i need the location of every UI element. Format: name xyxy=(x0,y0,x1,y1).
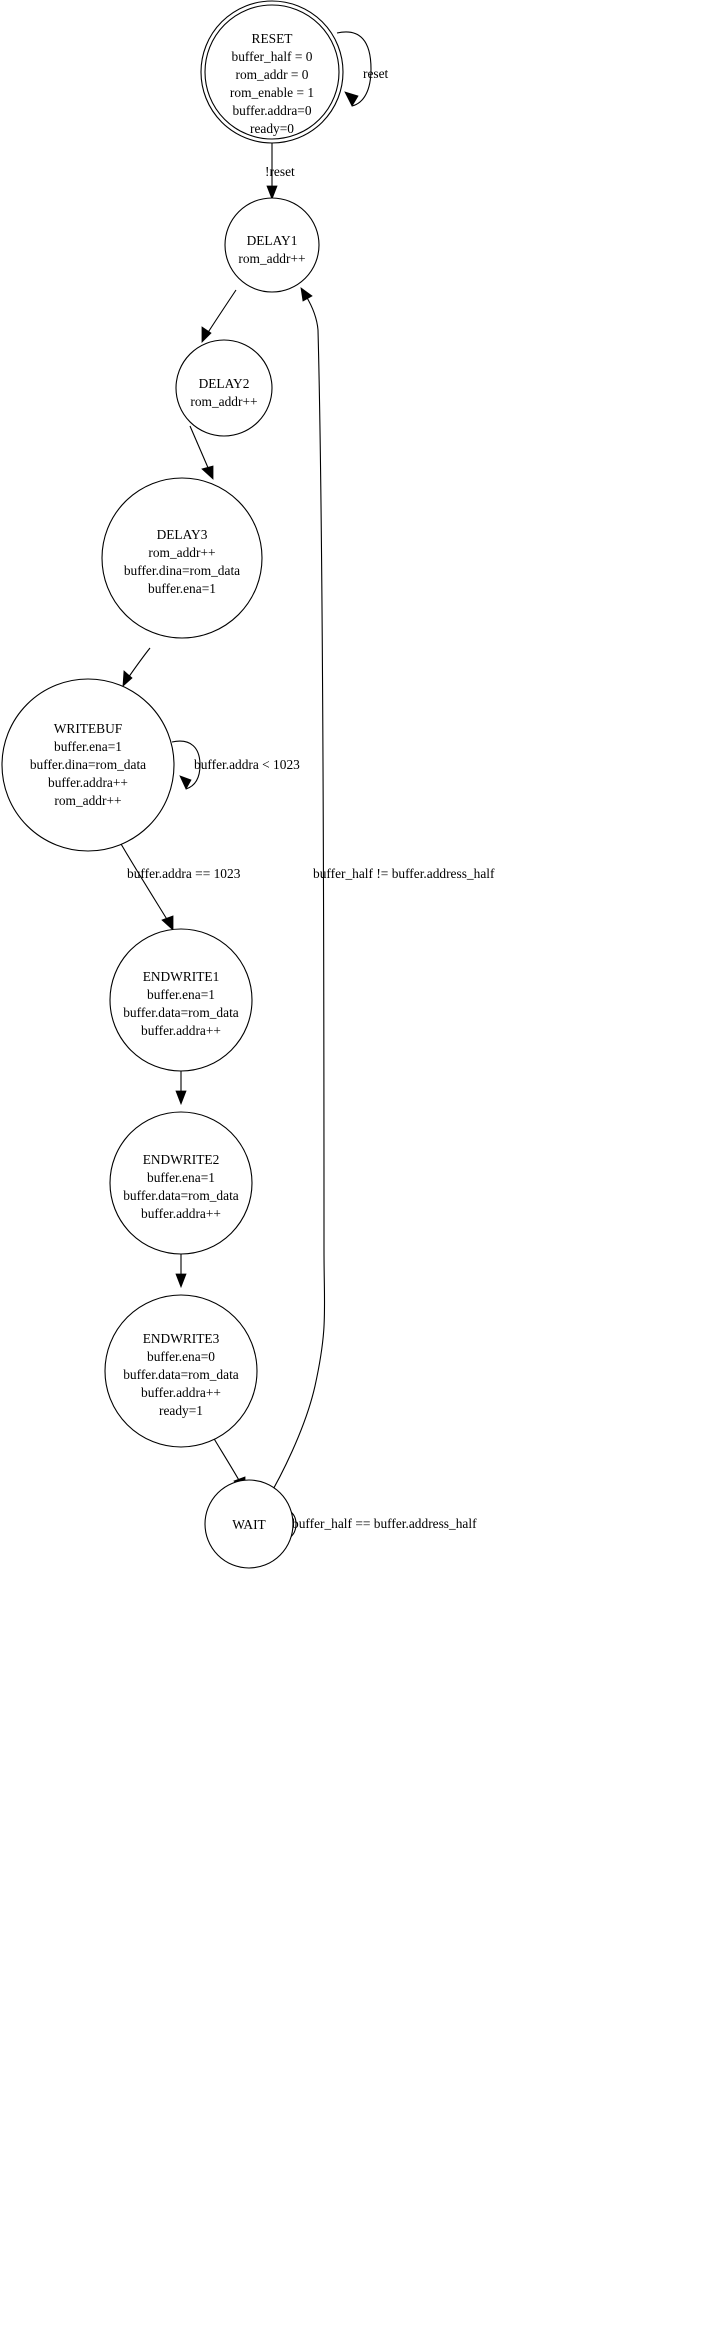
state-action-writebuf-1: buffer.dina=rom_data xyxy=(30,757,146,772)
arrow-head-reset-to-delay1 xyxy=(266,185,278,201)
state-action-reset-1: rom_addr = 0 xyxy=(235,67,308,82)
state-action-endwrite2-1: buffer.data=rom_data xyxy=(123,1188,239,1203)
state-inner-circle-reset xyxy=(204,4,340,140)
state-action-delay1-0: rom_addr++ xyxy=(238,251,305,266)
state-label-delay3: DELAY3 xyxy=(157,527,208,542)
arrow-head-reset-self xyxy=(344,91,359,107)
arrow-head-delay1-to-delay2 xyxy=(201,326,212,343)
state-action-writebuf-3: rom_addr++ xyxy=(54,793,121,808)
state-circle-endwrite3 xyxy=(104,1294,258,1448)
edge-path-wait-to-delay1 xyxy=(266,295,326,1501)
state-action-endwrite1-0: buffer.ena=1 xyxy=(147,987,215,1002)
state-circle-writebuf xyxy=(1,678,175,852)
edge-path-delay3-to-writebuf xyxy=(127,647,151,679)
state-node-delay3[interactable]: DELAY3 rom_addr++ buffer.dina=rom_data b… xyxy=(101,477,263,639)
state-action-delay3-0: rom_addr++ xyxy=(148,545,215,560)
state-circle-delay2 xyxy=(175,339,273,437)
state-node-wait[interactable]: WAIT xyxy=(204,1479,294,1569)
state-node-endwrite1[interactable]: ENDWRITE1 buffer.ena=1 buffer.data=rom_d… xyxy=(109,928,253,1072)
state-label-writebuf: WRITEBUF xyxy=(54,721,122,736)
state-action-delay3-1: buffer.dina=rom_data xyxy=(124,563,240,578)
state-action-endwrite3-1: buffer.data=rom_data xyxy=(123,1367,239,1382)
state-action-endwrite1-1: buffer.data=rom_data xyxy=(123,1005,239,1020)
transition-delay1-to-delay2 xyxy=(201,289,237,343)
edge-path-delay1-to-delay2 xyxy=(206,289,237,335)
state-action-endwrite2-2: buffer.addra++ xyxy=(141,1206,221,1221)
state-node-reset[interactable]: RESET buffer_half = 0 rom_addr = 0 rom_e… xyxy=(200,0,344,144)
state-node-delay1[interactable]: DELAY1 rom_addr++ xyxy=(224,197,320,293)
state-circle-endwrite1 xyxy=(109,928,253,1072)
state-label-endwrite2: ENDWRITE2 xyxy=(143,1152,220,1167)
transition-writebuf-self: buffer.addra < 1023 xyxy=(171,740,300,790)
transition-reset-self: reset xyxy=(336,31,389,107)
arrow-head-writebuf-self xyxy=(179,775,192,790)
arrow-head-endwrite1-to-endwrite2 xyxy=(175,1090,187,1106)
transition-reset-to-delay1: !reset xyxy=(265,143,295,201)
state-action-writebuf-0: buffer.ena=1 xyxy=(54,739,122,754)
arrow-head-writebuf-to-endwrite1 xyxy=(161,915,174,931)
state-label-wait: WAIT xyxy=(232,1517,265,1532)
arrow-head-wait-to-delay1 xyxy=(300,287,313,302)
state-circle-delay3 xyxy=(101,477,263,639)
state-circle-wait xyxy=(204,1479,294,1569)
state-label-delay1: DELAY1 xyxy=(247,233,298,248)
transition-wait-self: buffer_half == buffer.address_half xyxy=(270,1507,477,1541)
edge-label-writebuf-to-endwrite1: buffer.addra == 1023 xyxy=(127,866,241,881)
transition-wait-to-delay1: buffer_half != buffer.address_half xyxy=(266,287,495,1501)
state-node-delay2[interactable]: DELAY2 rom_addr++ xyxy=(175,339,273,437)
state-action-delay2-0: rom_addr++ xyxy=(190,394,257,409)
state-node-endwrite3[interactable]: ENDWRITE3 buffer.ena=0 buffer.data=rom_d… xyxy=(104,1294,258,1448)
edge-label-wait-self: buffer_half == buffer.address_half xyxy=(292,1516,477,1531)
state-label-endwrite1: ENDWRITE1 xyxy=(143,969,220,984)
edge-label-writebuf-self: buffer.addra < 1023 xyxy=(194,757,300,772)
edge-path-writebuf-self xyxy=(171,740,201,790)
state-action-reset-3: buffer.addra=0 xyxy=(232,103,311,118)
state-circle-endwrite2 xyxy=(109,1111,253,1255)
state-action-endwrite3-0: buffer.ena=0 xyxy=(147,1349,215,1364)
state-action-reset-2: rom_enable = 1 xyxy=(230,85,314,100)
state-action-endwrite3-2: buffer.addra++ xyxy=(141,1385,221,1400)
state-label-delay2: DELAY2 xyxy=(199,376,250,391)
arrow-head-endwrite2-to-endwrite3 xyxy=(175,1273,187,1289)
state-label-reset: RESET xyxy=(252,31,293,46)
transition-delay3-to-writebuf xyxy=(122,647,151,687)
state-action-writebuf-2: buffer.addra++ xyxy=(48,775,128,790)
state-action-reset-4: ready=0 xyxy=(250,121,294,136)
state-action-endwrite3-3: ready=1 xyxy=(159,1403,203,1418)
edge-path-delay2-to-delay3 xyxy=(189,425,210,471)
edge-path-endwrite3-to-wait xyxy=(212,1436,241,1483)
state-node-writebuf[interactable]: WRITEBUF buffer.ena=1 buffer.dina=rom_da… xyxy=(1,678,175,852)
state-label-endwrite3: ENDWRITE3 xyxy=(143,1331,220,1346)
state-action-delay3-2: buffer.ena=1 xyxy=(148,581,216,596)
arrow-head-delay2-to-delay3 xyxy=(201,465,214,480)
transition-delay2-to-delay3 xyxy=(189,425,214,480)
edge-path-reset-self xyxy=(336,31,372,107)
edge-label-reset-to-delay1: !reset xyxy=(265,164,295,179)
arrow-head-delay3-to-writebuf xyxy=(122,670,133,687)
transition-writebuf-to-endwrite1: buffer.addra == 1023 xyxy=(116,836,241,931)
edge-label-wait-to-delay1: buffer_half != buffer.address_half xyxy=(313,866,495,881)
state-node-endwrite2[interactable]: ENDWRITE2 buffer.ena=1 buffer.data=rom_d… xyxy=(109,1111,253,1255)
state-action-endwrite2-0: buffer.ena=1 xyxy=(147,1170,215,1185)
state-circle-delay1 xyxy=(224,197,320,293)
edge-label-reset-self: reset xyxy=(363,66,389,81)
state-action-reset-0: buffer_half = 0 xyxy=(232,49,313,64)
state-action-endwrite1-2: buffer.addra++ xyxy=(141,1023,221,1038)
